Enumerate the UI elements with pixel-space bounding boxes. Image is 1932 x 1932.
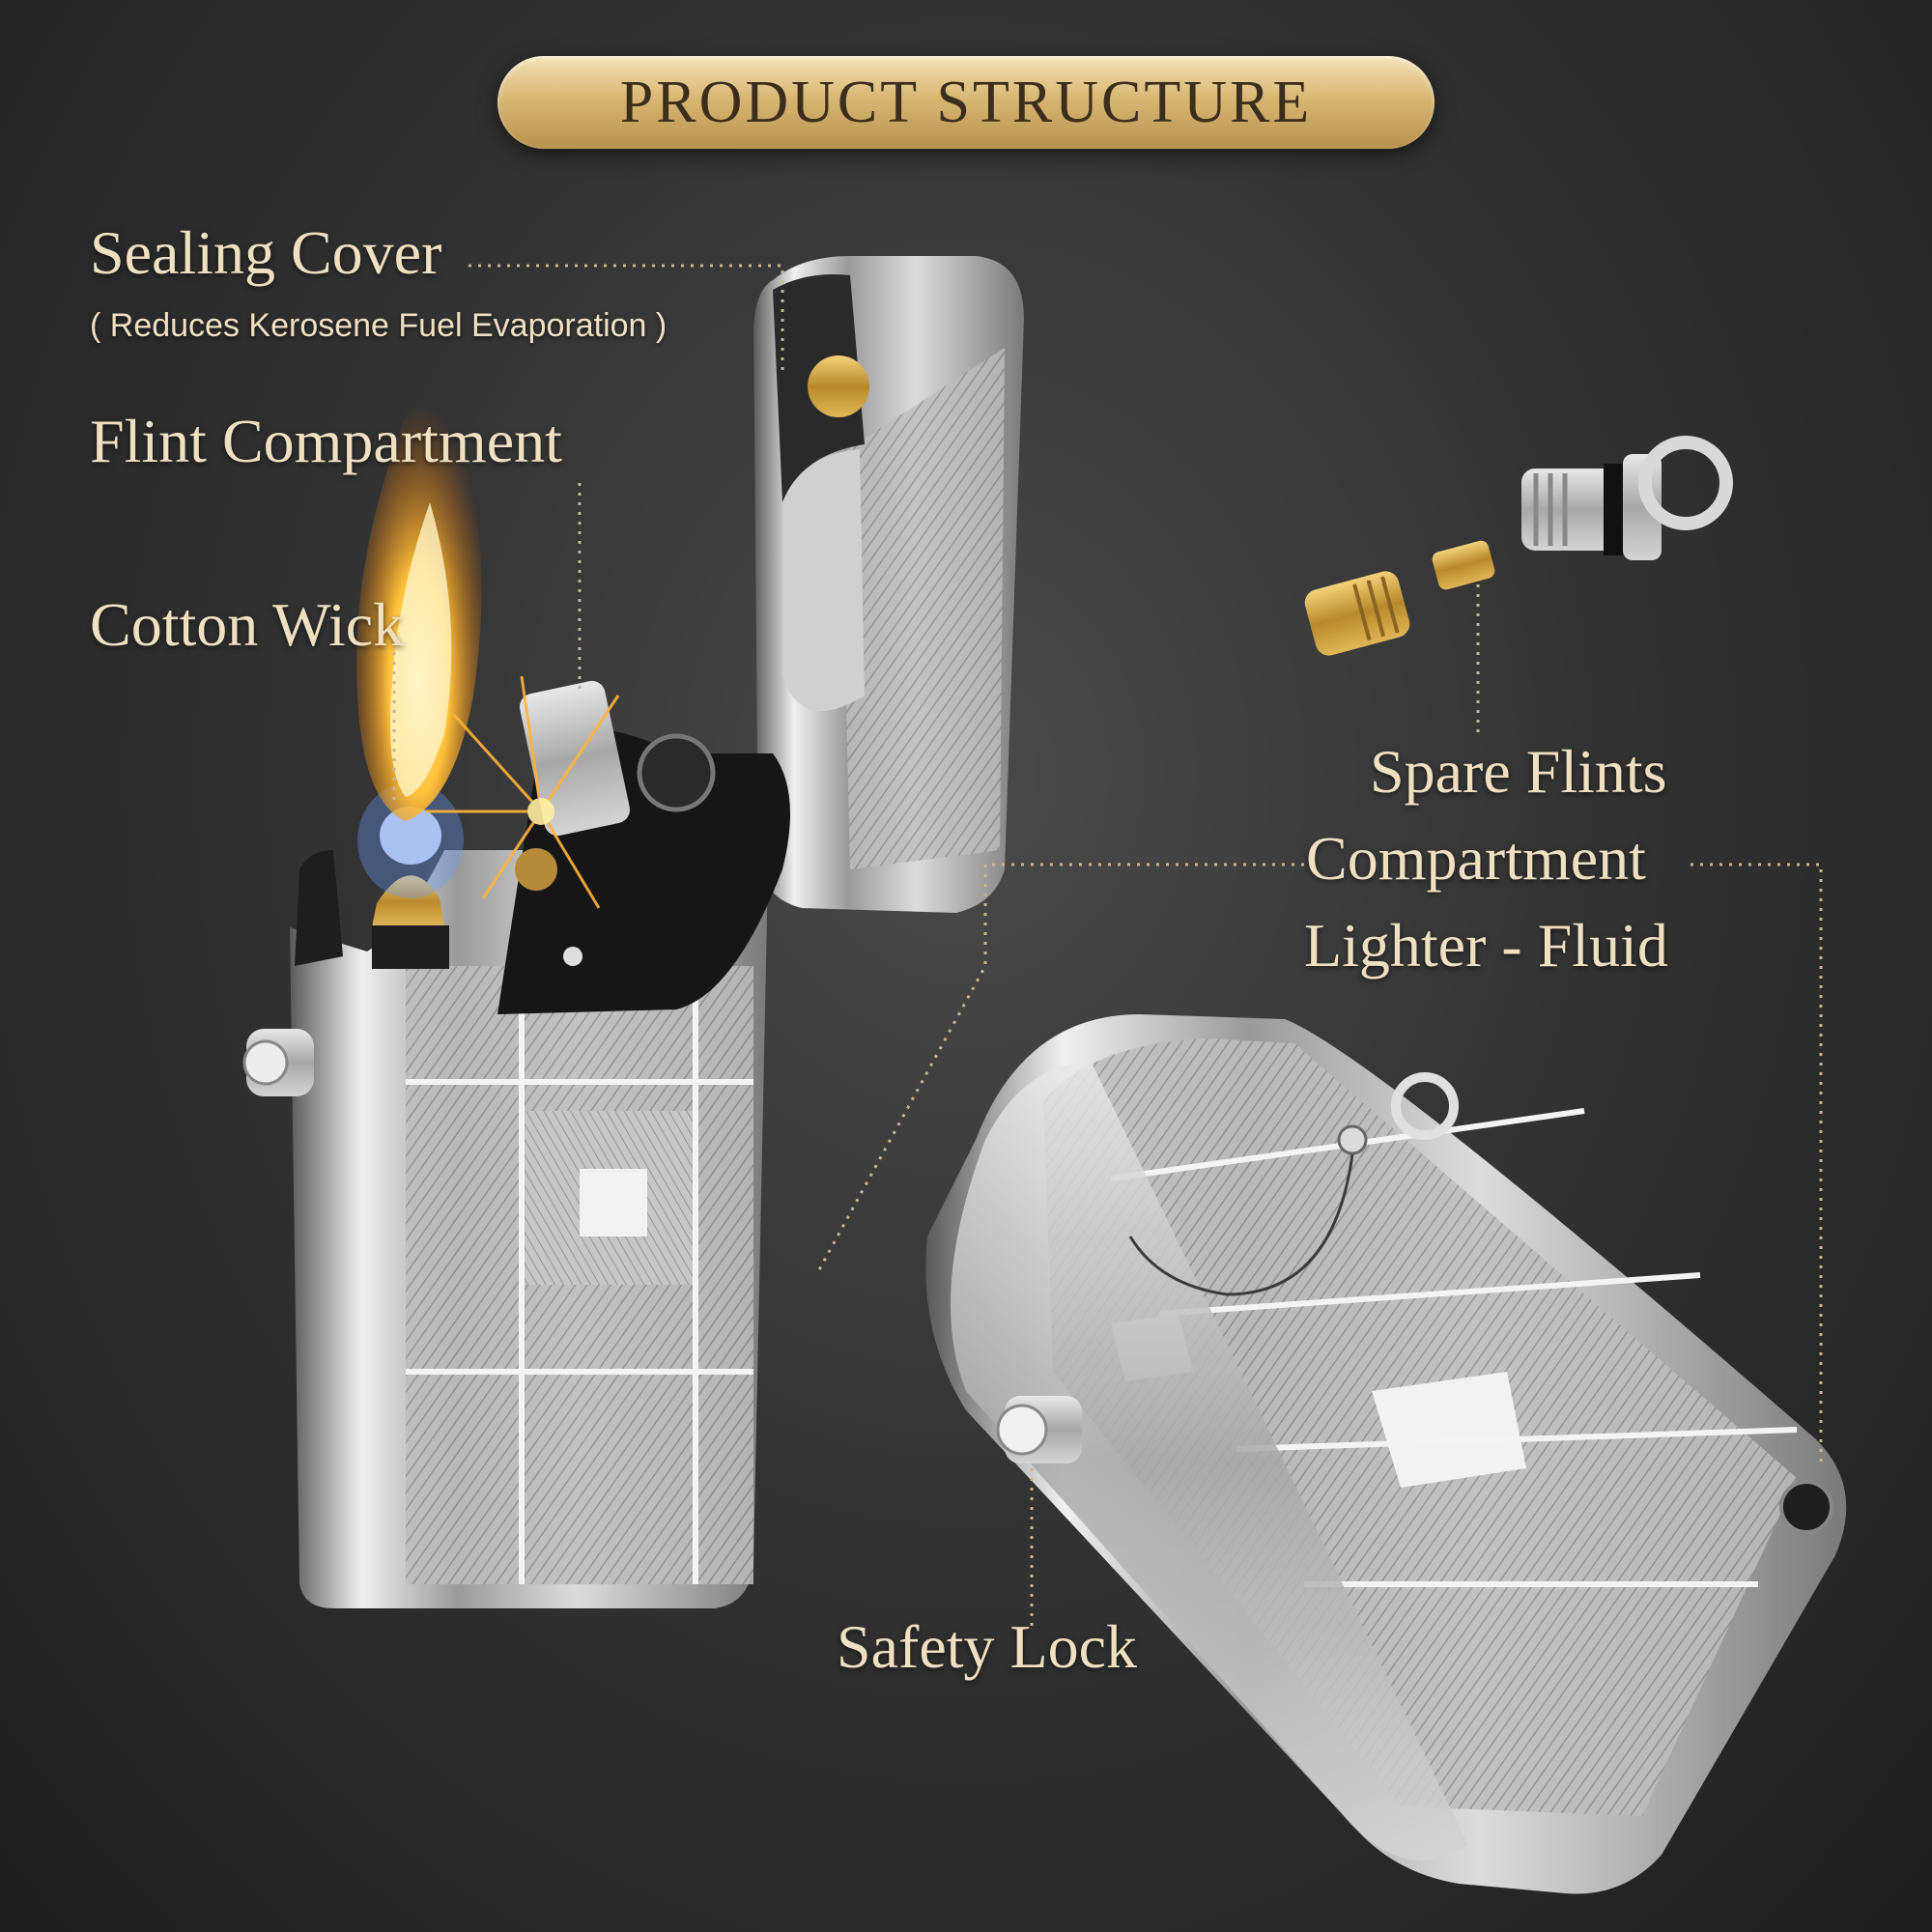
side-knob: [242, 1029, 314, 1096]
product-structure-banner: PRODUCT STRUCTURE: [497, 56, 1435, 149]
sealing-cover-lid: [753, 256, 1024, 913]
flame: [355, 357, 482, 821]
flint-compartment-label: Flint Compartment: [90, 407, 562, 475]
sealing-cover-note: ( Reduces Kerosene Fuel Evaporation ): [90, 307, 668, 344]
spare-flints-label: Spare Flints: [1370, 737, 1667, 806]
safety-lock-knob: [996, 1396, 1082, 1463]
banner-title: PRODUCT STRUCTURE: [619, 69, 1313, 135]
lying-lighter: [925, 1014, 1847, 1894]
compartment-label: Compartment: [1306, 824, 1646, 893]
cotton-wick-label: Cotton Wick: [90, 590, 405, 659]
spare-flints: [1304, 540, 1495, 656]
upright-lighter: [242, 850, 768, 1608]
sealing-cover-label: Sealing Cover: [90, 218, 442, 287]
leader-lines: [392, 264, 1823, 1633]
lighter-fluid-label: Lighter - Fluid: [1304, 911, 1668, 980]
flint-mechanism: [497, 680, 790, 1014]
sparks: [425, 675, 620, 909]
safety-lock-label: Safety Lock: [837, 1612, 1137, 1681]
fluid-compartment-cap: [1521, 436, 1733, 560]
